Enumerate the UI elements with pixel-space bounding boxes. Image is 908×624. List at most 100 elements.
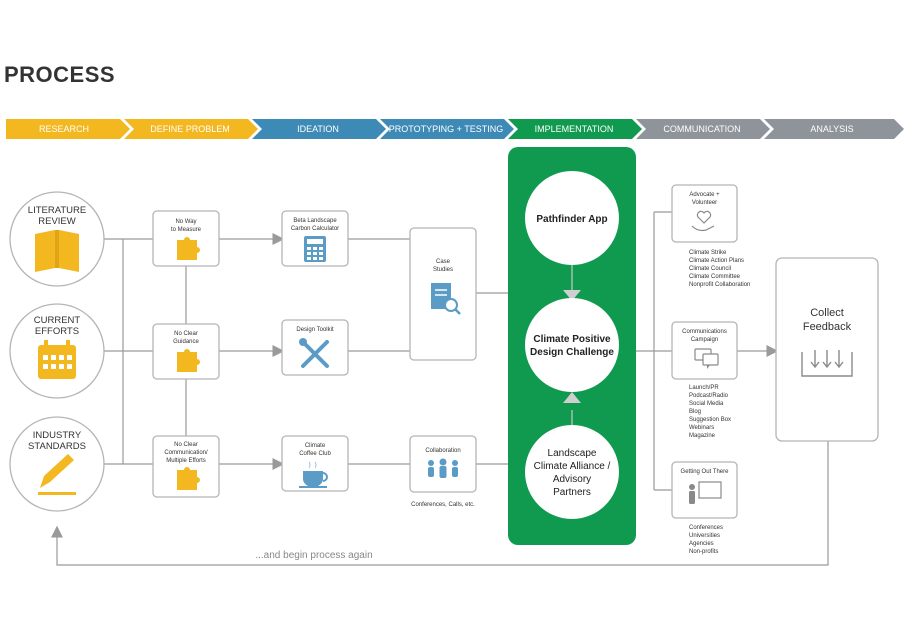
phase-analysis (764, 119, 904, 139)
calendar-icon (38, 340, 76, 379)
comm-advocate: Advocate + Volunteer (671, 184, 738, 243)
svg-text:Launch/PR: Launch/PR (689, 385, 719, 391)
phase-implementation (508, 119, 642, 139)
svg-text:Advocate +: Advocate + (689, 192, 720, 198)
research-industry: INDUSTRY STANDARDS (9, 416, 105, 512)
svg-text:Design Challenge: Design Challenge (530, 347, 614, 358)
svg-text:REVIEW: REVIEW (38, 216, 76, 227)
climate-alliance-node: Landscape Climate Alliance / Advisory Pa… (525, 425, 619, 519)
svg-text:Pathfinder App: Pathfinder App (536, 214, 607, 225)
svg-text:Advisory: Advisory (553, 474, 591, 485)
svg-text:Nonprofit Collaboration: Nonprofit Collaboration (689, 282, 750, 288)
svg-text:Getting Out There: Getting Out There (681, 469, 730, 475)
idea-design-toolkit: Design Toolkit (281, 319, 349, 376)
research-literature: LITERATURE REVIEW (9, 191, 105, 287)
svg-text:LITERATURE: LITERATURE (28, 205, 86, 216)
phase-define-problem (124, 119, 258, 139)
phase-communication (636, 119, 770, 139)
svg-text:Design Toolkit: Design Toolkit (296, 327, 334, 333)
svg-text:Climate Action Plans: Climate Action Plans (689, 258, 744, 264)
problem-no-clear-guidance: No Clear Guidance (152, 323, 220, 380)
prototype-collaboration: Collaboration (409, 435, 477, 493)
problem-no-clear-communication: No Clear Communication/ Multiple Efforts (152, 435, 220, 498)
prototype-case-studies: Case Studies (409, 227, 477, 361)
campaign-list: Launch/PR Podcast/Radio Social Media Blo… (689, 385, 731, 439)
research-current: CURRENT EFFORTS (9, 303, 105, 399)
phase-label-analysis: ANALYSIS (810, 124, 853, 134)
svg-text:Studies: Studies (433, 267, 453, 273)
heart-hand-icon (691, 210, 715, 232)
svg-text:No Clear: No Clear (174, 331, 198, 337)
comm-outreach: Getting Out There (671, 461, 738, 519)
svg-text:Case: Case (436, 259, 451, 265)
puzzle-icon (177, 467, 200, 490)
svg-text:Coffee Club: Coffee Club (299, 451, 331, 457)
svg-text:CURRENT: CURRENT (34, 315, 81, 326)
advocate-list: Climate Strike Climate Action Plans Clim… (689, 250, 750, 288)
comm-campaign: Communications Campaign (671, 321, 738, 380)
tools-icon (299, 338, 329, 368)
svg-text:Collect: Collect (810, 307, 844, 319)
phase-prototyping (380, 119, 514, 139)
svg-text:Non-profits: Non-profits (689, 549, 718, 555)
svg-text:Podcast/Radio: Podcast/Radio (689, 393, 729, 399)
phase-label-define: DEFINE PROBLEM (150, 124, 230, 134)
idea-coffee-club: Climate Coffee Club (281, 435, 349, 492)
analysis-collect-feedback: Collect Feedback (775, 257, 879, 442)
phase-ideation (252, 119, 386, 139)
svg-text:Carbon Calculator: Carbon Calculator (291, 226, 339, 232)
svg-text:Blog: Blog (689, 409, 701, 415)
svg-text:Landscape: Landscape (548, 448, 597, 459)
document-search-icon (431, 283, 461, 315)
svg-text:Campaign: Campaign (691, 337, 718, 343)
implementation-panel: Pathfinder App Climate Positive Design C… (508, 147, 636, 545)
svg-text:Suggestion Box: Suggestion Box (689, 417, 731, 423)
svg-text:Universities: Universities (689, 533, 720, 539)
coffee-cup-icon (299, 461, 328, 488)
svg-text:No Clear: No Clear (174, 442, 198, 448)
svg-text:Collaboration: Collaboration (425, 448, 460, 454)
connectors (51, 211, 829, 566)
svg-text:Feedback: Feedback (803, 321, 852, 333)
svg-text:STANDARDS: STANDARDS (28, 441, 86, 452)
pencil-icon (38, 454, 76, 495)
pathfinder-app-node: Pathfinder App (525, 171, 619, 265)
puzzle-icon (177, 349, 200, 372)
phase-label-ideation: IDEATION (297, 124, 339, 134)
svg-text:Climate: Climate (305, 443, 326, 449)
puzzle-icon (177, 237, 200, 260)
svg-text:No Way: No Way (175, 219, 196, 225)
svg-text:Guidance: Guidance (173, 339, 199, 345)
phase-label-prototyping: PROTOTYPING + TESTING (389, 124, 503, 134)
page-title: PROCESS (4, 62, 116, 87)
svg-text:Conferences: Conferences (689, 525, 723, 531)
idea-carbon-calculator: Beta Landscape Carbon Calculator (281, 210, 349, 267)
outreach-list: Conferences Universities Agencies Non-pr… (689, 525, 723, 555)
collaboration-note: Conferences, Calls, etc. (411, 502, 475, 508)
svg-text:Climate Committee: Climate Committee (689, 274, 741, 280)
svg-text:Magazine: Magazine (689, 433, 716, 439)
svg-text:to Measure: to Measure (171, 227, 202, 233)
svg-text:Climate Council: Climate Council (689, 266, 731, 272)
svg-text:Webinars: Webinars (689, 425, 714, 431)
problem-no-way-to-measure: No Way to Measure (152, 210, 220, 267)
svg-text:INDUSTRY: INDUSTRY (33, 430, 82, 441)
calculator-icon (304, 236, 326, 262)
book-icon (35, 230, 79, 272)
svg-text:Climate Strike: Climate Strike (689, 250, 727, 256)
phase-banner: RESEARCH DEFINE PROBLEM IDEATION PROTOTY… (6, 119, 904, 139)
svg-text:Social Media: Social Media (689, 401, 724, 407)
phase-label-implementation: IMPLEMENTATION (535, 124, 614, 134)
phase-label-research: RESEARCH (39, 124, 89, 134)
chat-icon (694, 348, 719, 369)
presenter-icon (689, 481, 722, 504)
svg-text:Multiple Efforts: Multiple Efforts (166, 458, 206, 464)
svg-text:Volunteer: Volunteer (692, 200, 717, 206)
people-icon (428, 458, 458, 478)
loop-label: ...and begin process again (255, 550, 372, 561)
svg-text:Climate Positive: Climate Positive (533, 334, 611, 345)
svg-text:Agencies: Agencies (689, 541, 714, 547)
phase-label-communication: COMMUNICATION (663, 124, 740, 134)
phase-research (6, 119, 130, 139)
